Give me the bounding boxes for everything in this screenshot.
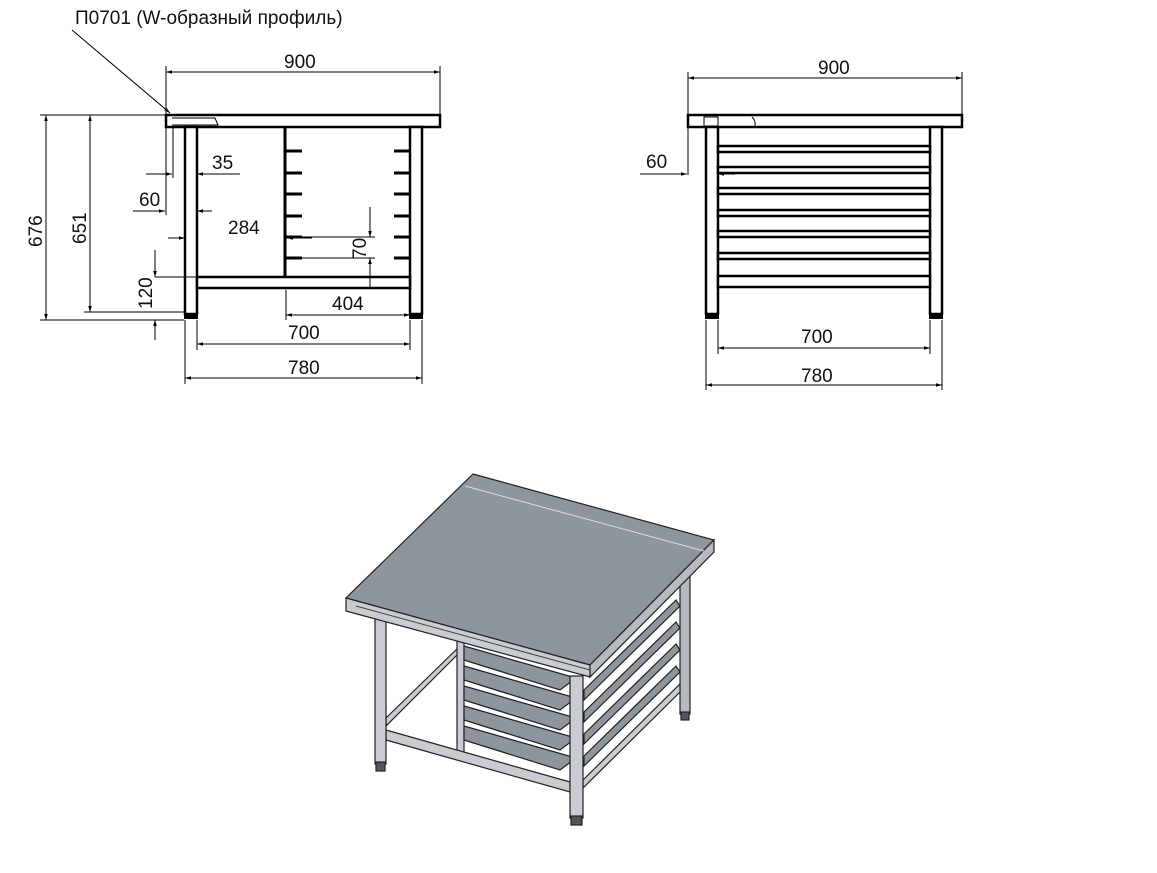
dim-front-35: 35	[212, 153, 233, 174]
callout-leader	[71, 29, 171, 114]
leg-right-side	[928, 125, 944, 316]
foot-right	[409, 313, 423, 319]
dim-side-60: 60	[646, 152, 667, 173]
dim-front-700: 700	[288, 323, 320, 344]
dim-front-404: 404	[332, 294, 364, 315]
w-profile	[172, 117, 219, 126]
leg-left-side	[704, 125, 720, 316]
iso-trays-right	[583, 599, 681, 768]
bottom-rail	[195, 275, 412, 290]
iso-side-rail-left	[385, 644, 461, 728]
isometric-view	[344, 473, 716, 826]
dim-front-780: 780	[288, 358, 320, 379]
dim-side-900: 900	[818, 58, 850, 79]
tabletop-side	[686, 113, 964, 129]
foot-left	[184, 313, 198, 319]
dim-front-900: 900	[284, 52, 316, 73]
dim-front-651: 651	[70, 212, 91, 244]
iso-leg-front-left	[374, 611, 387, 765]
dim-front-120: 120	[136, 277, 157, 309]
iso-tabletop-surface	[344, 473, 716, 666]
dim-side-700: 700	[801, 327, 833, 348]
runners	[286, 149, 410, 260]
dim-front-676: 676	[26, 215, 47, 247]
iso-tabletop-side-edge	[589, 538, 715, 679]
tabletop-front	[164, 113, 442, 129]
leg-right	[408, 125, 424, 316]
dim-front-70: 70	[350, 238, 371, 259]
iso-leg-front-right	[569, 675, 584, 819]
front-view: 900 676 651 35 60 284 70 120 404 700 780	[26, 52, 442, 384]
iso-trays-left	[463, 645, 578, 771]
dim-front-60: 60	[139, 190, 160, 211]
dim-side-780: 780	[801, 366, 833, 387]
leg-left	[183, 125, 199, 316]
side-view: 900 60 700 780	[640, 58, 964, 390]
iso-divider	[456, 635, 465, 755]
profile-callout-label: П0701 (W-образный профиль)	[75, 8, 343, 29]
dim-front-284: 284	[228, 218, 260, 239]
slats	[716, 144, 932, 289]
